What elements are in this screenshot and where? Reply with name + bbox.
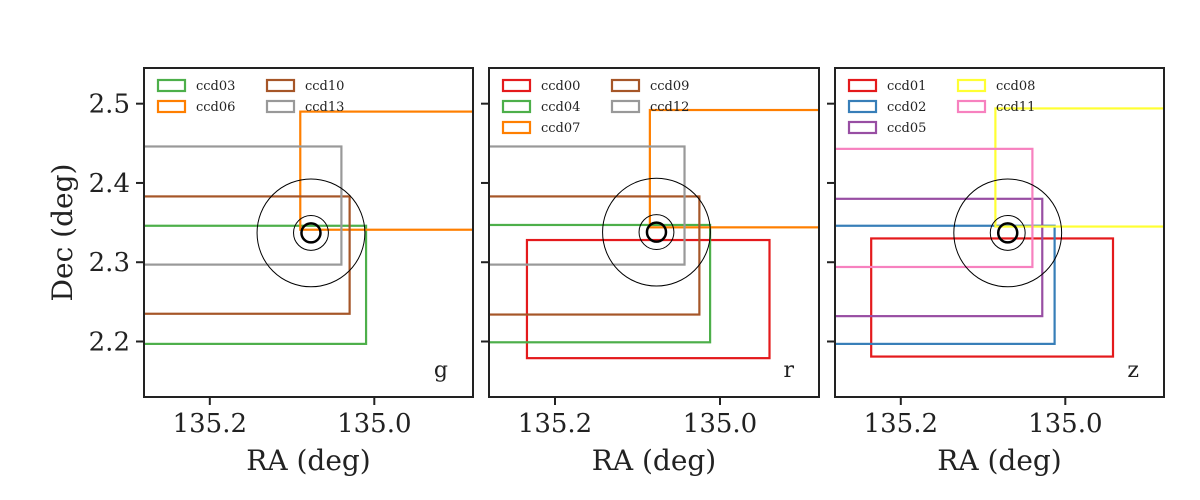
panel-r-aperture-circle-2 xyxy=(645,221,668,243)
panel-z-ccd11-footprint xyxy=(835,147,1034,269)
panel-z-ccd02-footprint xyxy=(835,224,1056,345)
panel-g-aperture-circle-2 xyxy=(300,222,322,244)
panel-r-legend-swatch-ccd07 xyxy=(501,120,532,135)
panel-z-frame xyxy=(834,67,1165,398)
panel-z-legend-label-ccd11: ccd11 xyxy=(996,100,1035,115)
panel-r-legend-label-ccd09: ccd09 xyxy=(650,79,689,94)
panel-z-xlabel: RA (deg) xyxy=(937,444,1061,477)
panel-z-aperture-circle-1 xyxy=(953,178,1063,288)
panel-g-legend-label-ccd10: ccd10 xyxy=(305,79,344,94)
panel-g: 135.2 135.0 2.2 2.3 2.4 2.5 RA (deg) Dec (deg) g… xyxy=(46,67,474,477)
panel-g-ccd10-footprint xyxy=(144,195,351,315)
panel-g-ylabel: Dec (deg) xyxy=(46,164,79,302)
panel-g-band-label: g xyxy=(434,358,448,383)
panel-z-legend-label-ccd05: ccd05 xyxy=(887,121,926,136)
panel-g-legend-label-ccd06: ccd06 xyxy=(196,100,235,115)
panel-z-legend-swatch-ccd05 xyxy=(847,120,878,135)
panel-r-legend-label-ccd00: ccd00 xyxy=(541,79,580,94)
panel-g-legend-swatch-ccd06 xyxy=(156,99,187,114)
panel-z-xtick-label-1: 135.0 xyxy=(1028,409,1102,439)
panel-g-aperture-circle-1 xyxy=(256,178,366,288)
panel-g-ytick-label-2: 2.4 xyxy=(89,169,130,199)
panel-r-legend-swatch-ccd12 xyxy=(610,99,641,114)
panel-r-xtick-label-1: 135.0 xyxy=(683,409,757,439)
panel-g-ccd06-footprint xyxy=(299,110,473,231)
panel-g-xtick-label-0: 135.2 xyxy=(173,409,247,439)
panel-z: 135.2 135.0 RA (deg) z ccd01 ccd02 ccd05 ccd08 c… xyxy=(827,67,1165,477)
panel-z-aperture-circle-3 xyxy=(989,214,1026,251)
panel-r-ccd12-footprint xyxy=(489,145,686,266)
panel-g-ccd13-footprint xyxy=(144,145,343,266)
panel-z-aperture-circle-2 xyxy=(996,222,1019,244)
panel-r: 135.2 135.0 RA (deg) r ccd00 ccd04 ccd07 ccd09 c… xyxy=(481,67,820,477)
panel-r-ccd04-footprint xyxy=(489,223,712,344)
panel-z-plot-area xyxy=(835,107,1164,358)
panel-g-legend-swatch-ccd10 xyxy=(265,78,296,93)
panel-r-band-label: r xyxy=(783,358,794,383)
panel-z-legend-label-ccd02: ccd02 xyxy=(887,100,926,115)
panel-r-aperture-circle-1 xyxy=(602,177,711,287)
panel-g-xtick-label-1: 135.0 xyxy=(337,409,411,439)
panel-r-frame xyxy=(488,67,820,398)
panel-z-ccd08-footprint xyxy=(994,107,1164,228)
panel-g-legend-label-ccd03: ccd03 xyxy=(196,79,235,94)
panel-g-legend-swatch-ccd13 xyxy=(265,99,296,114)
panel-g-ccd03-footprint xyxy=(144,224,368,345)
panel-g-aperture-circle-3 xyxy=(293,214,329,251)
panel-z-legend-swatch-ccd08 xyxy=(956,78,987,93)
panel-r-xlabel: RA (deg) xyxy=(592,444,716,477)
panel-r-ccd07-footprint xyxy=(648,108,819,229)
panel-g-xlabel: RA (deg) xyxy=(246,444,370,477)
panel-r-xtick-label-0: 135.2 xyxy=(518,409,592,439)
panel-z-ccd05-footprint xyxy=(835,197,1044,318)
panel-r-plot-area xyxy=(489,108,819,360)
panel-r-legend-swatch-ccd04 xyxy=(501,99,532,114)
panel-r-ccd09-footprint xyxy=(489,195,701,316)
panel-z-legend-swatch-ccd02 xyxy=(847,99,878,114)
panel-z-legend-swatch-ccd11 xyxy=(956,99,987,114)
panel-z-band-label: z xyxy=(1127,358,1139,383)
panel-z-xtick-label-0: 135.2 xyxy=(864,409,938,439)
panel-g-frame xyxy=(143,67,474,398)
panel-r-legend-label-ccd07: ccd07 xyxy=(541,121,580,136)
panel-g-plot-area xyxy=(144,110,473,345)
panel-g-ytick-label-3: 2.5 xyxy=(89,90,130,120)
panel-r-legend-label-ccd12: ccd12 xyxy=(650,100,689,115)
panel-g-legend-label-ccd13: ccd13 xyxy=(305,100,344,115)
panel-z-legend-swatch-ccd01 xyxy=(847,78,878,93)
panel-g-ytick-label-1: 2.3 xyxy=(89,248,130,278)
panel-g-legend-swatch-ccd03 xyxy=(156,78,187,93)
panel-r-ccd00-footprint xyxy=(525,238,771,360)
panel-z-legend-label-ccd08: ccd08 xyxy=(996,79,1035,94)
panel-g-ytick-label-0: 2.2 xyxy=(89,328,130,358)
panel-z-legend-label-ccd01: ccd01 xyxy=(887,79,926,94)
panel-r-legend-label-ccd04: ccd04 xyxy=(541,100,580,115)
panel-r-legend-swatch-ccd00 xyxy=(501,78,532,93)
panel-r-aperture-circle-3 xyxy=(638,214,675,251)
panel-r-legend-swatch-ccd09 xyxy=(610,78,641,93)
panel-z-ccd01-footprint xyxy=(870,237,1115,358)
